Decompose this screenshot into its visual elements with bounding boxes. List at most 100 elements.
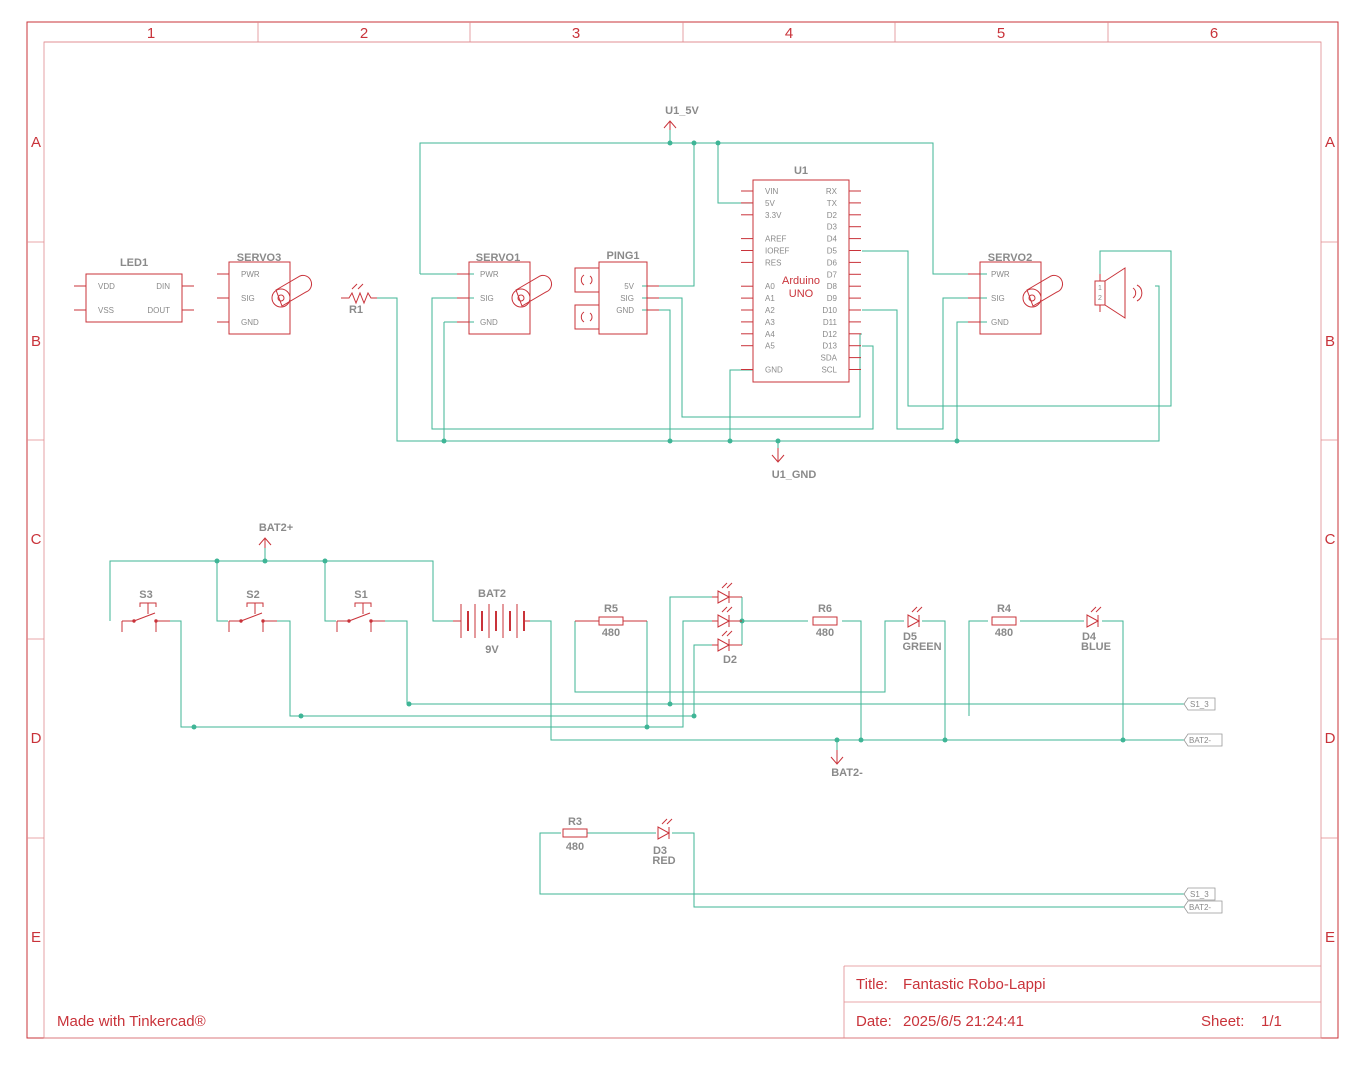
u1-pin-label: D12 <box>822 330 837 339</box>
u1-pin-label: VIN <box>765 187 779 196</box>
s2-switch: S2 <box>228 589 277 632</box>
u1-pin-label: AREF <box>765 235 786 244</box>
power-label: U1_GND <box>772 469 817 481</box>
r6-resistor: R6 480 <box>812 603 838 639</box>
power-label: U1_5V <box>665 105 699 117</box>
title-block: Title: Fantastic Robo-Lappi Date: 2025/6… <box>843 965 1321 1038</box>
u1-pin-label: A1 <box>765 294 775 303</box>
pin-label: SIG <box>620 294 634 303</box>
net-label-text: S1_3 <box>1190 700 1209 709</box>
component-name: R4 <box>997 603 1012 615</box>
component-name: S2 <box>246 589 259 601</box>
u1-pin-label: D8 <box>827 282 838 291</box>
component-name: SERVO2 <box>988 252 1032 264</box>
net-label-text: BAT2- <box>1189 736 1211 745</box>
d3-led: D3 RED <box>652 818 676 867</box>
servo1-component: SERVO1 PWR SIG GND <box>457 252 553 335</box>
u1-pin-label: SDA <box>821 354 838 363</box>
pin-label: VSS <box>98 306 114 315</box>
date-label: Date: <box>856 1013 892 1030</box>
pin-label: SIG <box>480 294 494 303</box>
col-label: 1 <box>147 25 155 42</box>
u1-body-label: UNO <box>789 288 814 300</box>
component-name: D4 <box>1082 631 1097 643</box>
row-label: B <box>31 333 41 350</box>
u1-pin-label: D2 <box>827 211 838 220</box>
pin-label: SIG <box>991 294 1005 303</box>
pin-label: SIG <box>241 294 255 303</box>
net-label-s1-3: S1_3 <box>1183 887 1216 901</box>
u1-pin-label: A5 <box>765 342 775 351</box>
pin-label: PWR <box>480 270 499 279</box>
pin-label: GND <box>480 318 498 327</box>
net-label-bat2-neg: BAT2- <box>1183 733 1223 747</box>
sheet-value: 1/1 <box>1261 1013 1282 1030</box>
component-name: R5 <box>604 603 618 615</box>
u1-pin-label: GND <box>765 366 783 375</box>
component-value: BLUE <box>1081 641 1111 653</box>
u1-pin-label: D11 <box>823 318 838 327</box>
col-label: 3 <box>572 25 580 42</box>
u1-pin-label: A4 <box>765 330 775 339</box>
u1-pin-label: D10 <box>822 306 837 315</box>
ping1-component: PING1 5V SIG GND <box>574 250 659 335</box>
d2-led-bottom <box>712 630 742 652</box>
d2-led-top <box>712 582 742 604</box>
row-label: A <box>31 134 41 151</box>
s1-switch: S1 <box>336 589 385 632</box>
component-name: SERVO1 <box>476 252 520 264</box>
component-name: R3 <box>568 816 582 828</box>
bat2-battery: BAT2 9V <box>453 588 530 656</box>
row-label: E <box>1325 929 1335 946</box>
u1-pin-label: D5 <box>827 247 838 256</box>
col-label: 2 <box>360 25 368 42</box>
col-label: 5 <box>997 25 1005 42</box>
component-value: RED <box>652 855 675 867</box>
pin-label: GND <box>241 318 259 327</box>
u1-pin-label: 3.3V <box>765 211 782 220</box>
row-label: B <box>1325 333 1335 350</box>
component-name: SERVO3 <box>237 252 281 264</box>
power-bat2-neg: BAT2- <box>830 750 863 779</box>
power-u1-5v: U1_5V <box>663 105 699 130</box>
d5-led: D5 GREEN <box>902 606 942 653</box>
net-label-s1-3: S1_3 <box>1183 697 1216 711</box>
u1-pin-label: D13 <box>822 342 837 351</box>
u1-pin-label: D9 <box>827 294 838 303</box>
component-name: R6 <box>818 603 832 615</box>
u1-body-label: Arduino <box>782 275 820 287</box>
component-name: U1 <box>794 165 808 177</box>
title-value: Fantastic Robo-Lappi <box>903 976 1046 993</box>
d4-led: D4 BLUE <box>1081 606 1111 653</box>
net-label-bat2-neg: BAT2- <box>1183 900 1223 914</box>
component-value: GREEN <box>902 641 941 653</box>
u1-pin-label: IOREF <box>765 247 790 256</box>
component-name: PING1 <box>606 250 639 262</box>
d2-led-group: D2 <box>712 582 742 666</box>
component-name: D3 <box>653 845 667 857</box>
component-name: S1 <box>354 589 367 601</box>
component-value: 480 <box>602 627 620 639</box>
u1-pin-label: RX <box>826 187 838 196</box>
r1-photoresistor: R1 <box>341 283 377 316</box>
servo2-component: SERVO2 PWR SIG GND <box>968 252 1064 335</box>
drawing-frame: 1 2 3 4 5 6 A B C D E A B C D E <box>26 21 1339 1039</box>
component-name: R1 <box>349 304 363 316</box>
r4-resistor: R4 480 <box>991 603 1017 639</box>
component-value: 480 <box>995 627 1013 639</box>
row-label: E <box>31 929 41 946</box>
power-u1-gnd: U1_GND <box>771 448 817 481</box>
u1-pin-label: D4 <box>827 235 838 244</box>
component-name: LED1 <box>120 257 148 269</box>
pin-label: DOUT <box>147 306 170 315</box>
row-label: A <box>1325 134 1335 151</box>
title-label: Title: <box>856 976 888 993</box>
u1-arduino-uno: U1 Arduino UNO VIN5V3.3VAREFIOREFRESA0A1… <box>741 165 861 383</box>
pin-label: DIN <box>156 282 170 291</box>
u1-pin-label: A0 <box>765 282 775 291</box>
u1-pin-label: D3 <box>827 223 838 232</box>
col-label: 4 <box>785 25 793 42</box>
servo3-component: SERVO3 PWR SIG GND <box>217 252 313 335</box>
row-label: D <box>31 730 42 747</box>
